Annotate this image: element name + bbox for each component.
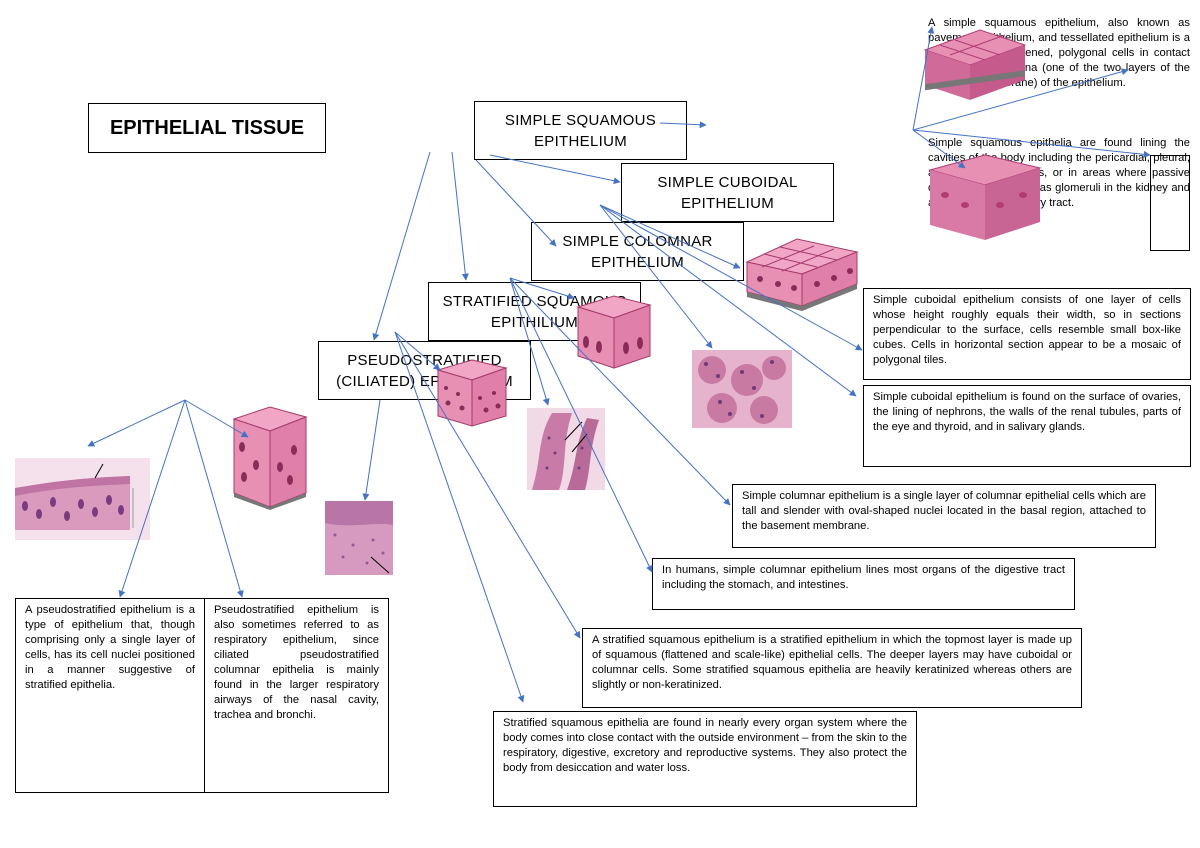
arrow-pseudo-loc [184,399,244,598]
stratified-definition-text: A stratified squamous epithelium is a st… [582,628,1082,708]
arrow-squamous-img [912,26,935,131]
page-title-text: EPITHELIAL TISSUE [109,116,305,139]
heading-line-2: EPITHELIUM [533,133,627,150]
pseudostratified-histology-image [15,458,150,540]
arrow-stratified-histology [362,399,381,501]
arrow-stratified-img [394,331,441,371]
squamous-frame [1150,155,1190,251]
arrow-to-columnar [475,159,557,247]
arrow-pseudo-def [118,399,186,598]
heading-line-2: EPITHELIUM [590,254,684,271]
cuboidal-histology-image [692,350,792,428]
heading-line-2: EPITHELIUM [680,195,774,212]
arrow-cuboidal-loc [599,204,857,397]
cuboidal-block-icon [745,238,859,311]
heading-line-1: SIMPLE SQUAMOUS [504,112,657,129]
arrow-pseudo-histology [87,399,186,447]
arrow-cuboidal-img [599,204,741,269]
arrow-to-cuboidal [489,154,621,185]
pseudostratified-location-text: Pseudostratified epithelium is also some… [204,598,389,793]
cuboidal-definition-text: Simple cuboidal epithelium consists of o… [863,288,1191,380]
arrow-columnar-img [509,277,575,300]
heading-simple-columnar: SIMPLE COLOMNAR EPITHELIUM [531,222,744,281]
arrow-squamous-right [659,121,707,129]
heading-line-1: STRATIFIED SQUAMOUS [442,293,627,310]
cuboidal-location-text: Simple cuboidal epithelium is found on t… [863,385,1191,467]
stratified-location-text: Stratified squamous epithelia are found … [493,711,917,807]
page-title: EPITHELIAL TISSUE [88,103,326,153]
stratified-block-icon [436,359,508,427]
arrow-squamous-loc [912,129,1151,158]
heading-line-2: EPITHILIUM [490,314,579,331]
arrow-stratified-def [394,331,581,639]
columnar-definition-text: Simple columnar epithelium is a single l… [732,484,1156,548]
heading-line-1: SIMPLE CUBOIDAL [657,174,798,191]
arrow-columnar-histology [509,277,550,406]
pseudostratified-block-icon [232,406,308,510]
arrow-to-stratified [451,151,469,281]
columnar-location-text: In humans, simple columnar epithelium li… [652,558,1075,610]
columnar-histology-image [527,408,605,490]
stratified-histology-image [323,495,395,583]
arrow-to-pseudostratified [372,151,431,341]
arrow-columnar-loc [509,277,653,573]
heading-line-1: SIMPLE COLOMNAR [562,233,713,250]
arrow-cuboidal-def [599,204,863,351]
squamous-block-icon [923,29,1027,100]
pseudostratified-definition-text: A pseudostratified epithelium is a type … [15,598,205,793]
arrow-cuboidal-histology [599,204,713,349]
arrow-squamous-desc [912,68,1129,131]
arrow-columnar-def [509,277,731,506]
heading-simple-squamous: SIMPLE SQUAMOUS EPITHELIUM [474,101,687,160]
arrow-stratified-loc [394,331,525,703]
heading-simple-cuboidal: SIMPLE CUBOIDAL EPITHELIUM [621,163,834,222]
arrow-pseudo-img [184,399,249,438]
columnar-block-icon [576,295,652,369]
arrow-squamous-img2 [912,129,966,169]
